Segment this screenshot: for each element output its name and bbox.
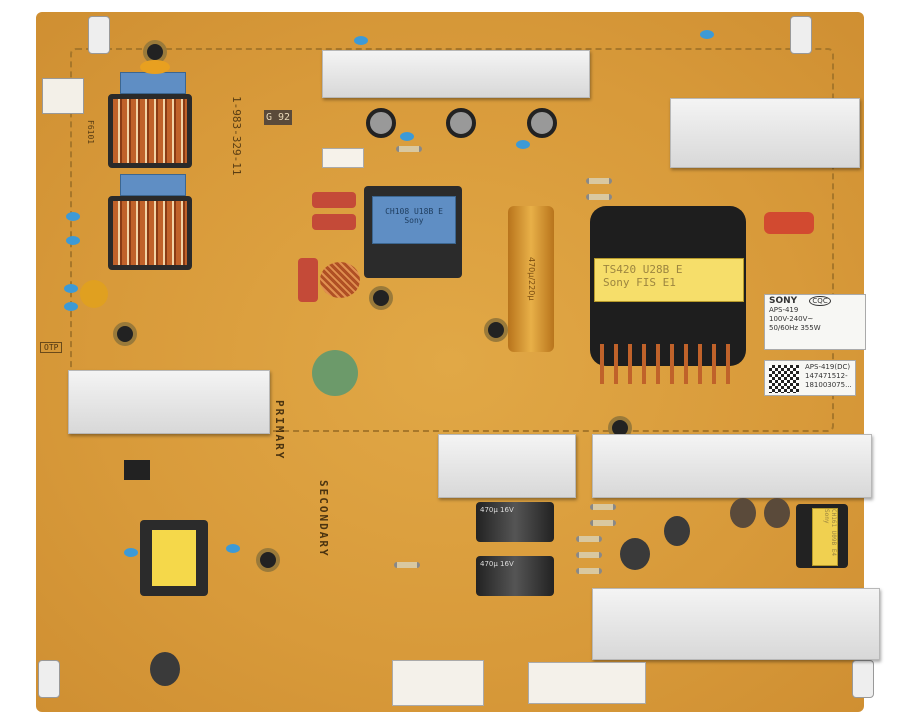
electrolytic-capacitor	[730, 498, 756, 528]
heatsink-middle	[438, 434, 576, 498]
heatsink-top-right	[670, 98, 860, 168]
output-connector	[392, 660, 484, 706]
electrolytic-capacitor	[150, 652, 180, 686]
electrolytic-capacitor	[664, 516, 690, 546]
cert-mark: CQC	[809, 296, 831, 306]
mounting-hole	[484, 318, 508, 342]
varistor	[140, 60, 170, 74]
bulk-capacitor-value: 470µ/220µ	[527, 257, 536, 301]
transformer-brand: Sony FIS E1	[603, 276, 676, 289]
resistor	[590, 504, 616, 510]
mounting-hole	[113, 322, 137, 346]
resistor	[394, 562, 420, 568]
part-number: 1-983-329-11	[230, 96, 243, 176]
transistor-screw	[366, 108, 396, 138]
transistor-screw	[527, 108, 557, 138]
rating-power: 50/60Hz 355W	[769, 324, 821, 332]
thermistor	[312, 350, 358, 396]
x-capacitor	[120, 174, 186, 196]
pfc-inductor-label: CH108 U18B E Sony	[372, 196, 456, 244]
ac-input-connector	[42, 78, 84, 114]
fuse-label: F6101	[86, 120, 95, 145]
otp-label: OTP	[40, 342, 63, 353]
ceramic-capacitor	[124, 548, 138, 557]
heatsink-secondary	[592, 434, 872, 498]
film-capacitor	[312, 192, 356, 208]
rating-voltage: 100V-240V~	[769, 315, 814, 323]
toroid-inductor	[320, 262, 360, 298]
film-capacitor	[298, 258, 318, 302]
x-capacitor	[120, 72, 186, 94]
transistor-screw	[446, 108, 476, 138]
rating-label: SONY CQC APS-419 100V-240V~ 50/60Hz 355W	[764, 294, 866, 350]
varistor	[80, 280, 108, 308]
transformer-leads	[600, 344, 736, 384]
small-transformer-code: CH161 U09B E4	[830, 509, 837, 556]
small-transformer-brand: Sony	[823, 509, 830, 524]
ceramic-capacitor	[700, 30, 714, 39]
ceramic-capacitor	[64, 302, 78, 311]
serial-model: APS-419(DC)	[805, 363, 851, 371]
resistor	[576, 568, 602, 574]
resistor	[586, 178, 612, 184]
inductor-brand: Sony	[404, 216, 424, 225]
ceramic-capacitor	[226, 544, 240, 553]
standby-transformer-core	[152, 530, 196, 586]
mount-tab	[88, 16, 110, 54]
output-capacitor-value: 470µ 16V	[480, 506, 514, 514]
ceramic-capacitor	[64, 284, 78, 293]
revision-badge: G 92	[264, 110, 293, 125]
output-connector	[528, 662, 646, 704]
resistor	[590, 520, 616, 526]
ceramic-capacitor	[354, 36, 368, 45]
heatsink-primary	[68, 370, 270, 434]
rating-model: APS-419	[769, 306, 799, 314]
mount-tab	[852, 660, 874, 698]
cement-resistor	[322, 148, 364, 168]
bulk-capacitor: 470µ/220µ	[508, 206, 554, 352]
heatsink-bottom	[592, 588, 880, 660]
resistor	[586, 194, 612, 200]
electrolytic-capacitor	[620, 538, 650, 570]
datamatrix-code	[769, 365, 799, 393]
resistor	[576, 552, 602, 558]
serial-number: 147471512-	[805, 372, 848, 380]
heatsink-top	[322, 50, 590, 98]
mounting-hole	[256, 548, 280, 572]
resistor	[576, 536, 602, 542]
output-capacitor-value: 470µ 16V	[480, 560, 514, 568]
film-capacitor	[764, 212, 814, 234]
mounting-hole	[369, 286, 393, 310]
brand-logo: SONY	[769, 296, 798, 306]
ceramic-capacitor	[516, 140, 530, 149]
main-transformer-label: TS420 U28B E Sony FIS E1	[594, 258, 744, 302]
secondary-zone-label: SECONDARY	[317, 480, 330, 558]
ceramic-capacitor	[66, 212, 80, 221]
common-mode-choke	[108, 196, 192, 270]
serial-number-2: 181003075...	[805, 381, 852, 389]
mount-tab	[790, 16, 812, 54]
ceramic-capacitor	[400, 132, 414, 141]
controller-ic	[124, 460, 150, 480]
serial-label: APS-419(DC) 147471512- 181003075...	[764, 360, 856, 396]
ceramic-capacitor	[66, 236, 80, 245]
film-capacitor	[312, 214, 356, 230]
electrolytic-capacitor	[764, 498, 790, 528]
small-transformer-label: CH161 U09B E4 Sony	[812, 508, 838, 566]
output-capacitor: 470µ 16V	[476, 556, 554, 596]
transformer-code: TS420 U28B E	[603, 263, 683, 276]
inductor-code: CH108 U18B E	[385, 207, 443, 216]
common-mode-choke	[108, 94, 192, 168]
primary-zone-label: PRIMARY	[273, 400, 286, 461]
mount-tab	[38, 660, 60, 698]
output-capacitor: 470µ 16V	[476, 502, 554, 542]
resistor	[396, 146, 422, 152]
